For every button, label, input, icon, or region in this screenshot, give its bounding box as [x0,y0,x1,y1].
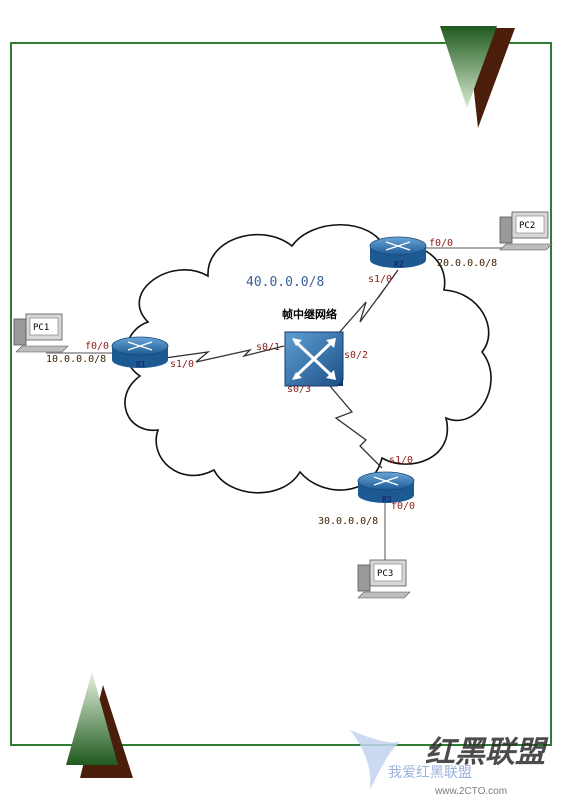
serial-link-r2 [337,269,399,335]
switch-port-r3-label: s0/3 [287,384,311,395]
decor-triangles-bottom [66,672,133,778]
r3-lan-port-label: f0/0 [391,501,415,512]
r2-lan-port-label: f0/0 [429,238,453,249]
pc3-computer-icon[interactable]: PC3 [357,559,411,599]
watermark-brand: 红黑联盟 [425,735,549,770]
pc2-label: PC2 [519,221,535,231]
page-frame [10,42,552,746]
r2-wan-port-label: s1/0 [368,274,392,285]
pc2-computer-icon[interactable]: PC2 [499,211,553,251]
switch-port-r1-label: s0/1 [256,342,280,353]
r3-wan-port-label: s1/0 [389,455,413,466]
router-r1-name: R1 [136,360,146,369]
watermark-slogan: 我爱红黑联盟 [388,765,472,781]
frame-relay-label: 帧中继网络 [282,307,337,321]
pc1-computer-icon[interactable]: PC1 [13,313,69,353]
r1-network-label: 10.0.0.0/8 [46,354,106,365]
router-r1[interactable]: R1 [111,336,169,369]
pc1-label: PC1 [33,323,49,333]
r2-network-label: 20.0.0.0/8 [437,258,497,269]
router-r3[interactable]: R3 [357,471,415,504]
r3-network-label: 30.0.0.0/8 [318,516,378,527]
watermark: 红黑联盟 我爱红黑联盟 www.2CTO.com [350,730,549,797]
switch-port-r2-label: s0/2 [344,350,368,361]
serial-link-r1 [164,345,285,363]
cloud-network-label: 40.0.0.0/8 [246,275,324,290]
serial-link-r3 [329,385,383,469]
frame-relay-switch[interactable] [284,331,344,387]
decor-triangles-top [440,26,515,128]
router-r3-name: R3 [382,495,392,504]
watermark-url: www.2CTO.com [434,786,507,797]
router-r2-name: R2 [394,260,404,269]
watermark-wing-icon [350,730,400,790]
pc3-label: PC3 [377,569,393,579]
r1-lan-port-label: f0/0 [85,341,109,352]
router-r2[interactable]: R2 [369,236,427,269]
r1-wan-port-label: s1/0 [170,359,194,370]
